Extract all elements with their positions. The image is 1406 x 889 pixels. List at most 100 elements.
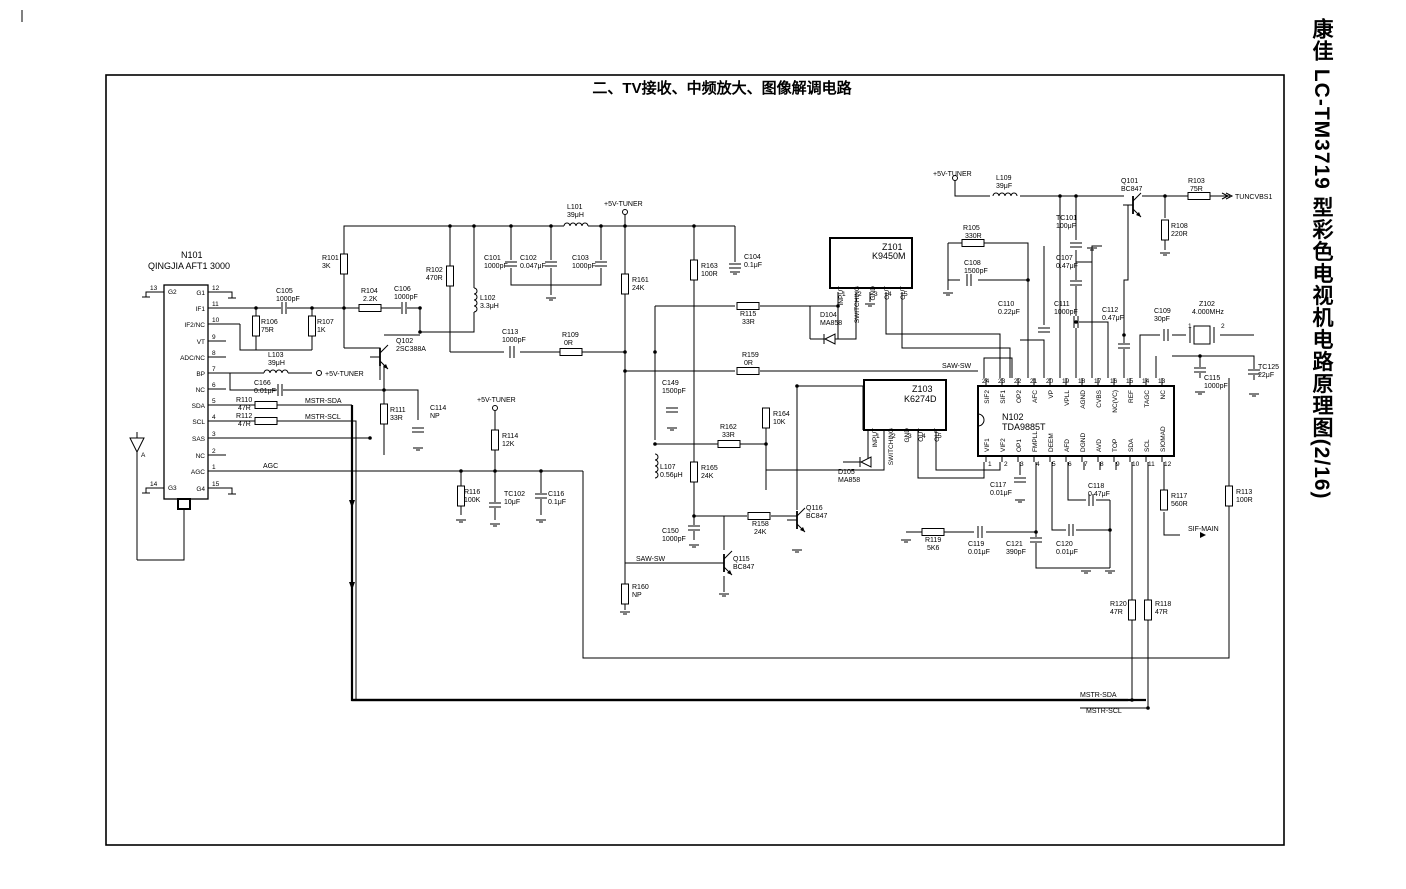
tuncvbs-arrow-icon xyxy=(1225,192,1234,200)
junction-dot xyxy=(1108,528,1112,532)
component-ref: R164 xyxy=(773,411,790,418)
component-ref: C121 xyxy=(1006,541,1023,548)
tuner-pin-name: SCL xyxy=(192,419,205,426)
component-value: 1000pF xyxy=(1204,383,1228,390)
ground-icon xyxy=(730,271,740,275)
junction-dot xyxy=(310,306,314,310)
sif-main-arrow-icon xyxy=(1200,532,1206,538)
component-value: 100R xyxy=(701,271,718,278)
n102-top-pin-number: 17 xyxy=(1094,378,1102,385)
rf-connector xyxy=(177,498,191,510)
junction-dot xyxy=(418,330,422,334)
components: R1013KR102470RR1042.2KR10675RR1071KR1104… xyxy=(236,175,1279,710)
saw-pin-number: 2 xyxy=(892,433,896,440)
tuner-pin-name: IF1 xyxy=(196,306,206,313)
ground-icon xyxy=(792,549,802,553)
tuner-pin-number: 4 xyxy=(212,414,216,421)
tuner-pin-number: 8 xyxy=(212,350,216,357)
component-ref: D104 xyxy=(820,312,837,319)
saw-pin-number: 4 xyxy=(888,291,892,298)
junction-dot xyxy=(1026,278,1030,282)
junction-dot xyxy=(382,388,386,392)
n102-top-pin-name: NC(VC) xyxy=(1112,390,1119,413)
component-ref: R112 xyxy=(236,413,252,420)
tuner-n101: N101 QINGJIA AFT1 3000 12G111IF110IF2/NC… xyxy=(129,250,236,561)
n102-top-pin-number: 22 xyxy=(1014,378,1022,385)
component-value: 30pF xyxy=(1154,316,1170,323)
junction-dot xyxy=(623,369,627,373)
n102-if-demodulator: N102 TDA9885T 24SIF223SIF122OP221AFC20VP… xyxy=(977,378,1175,468)
pin-g3-name: G3 xyxy=(168,485,177,492)
saw-pin-name: SWITCHING xyxy=(888,428,895,465)
z102-pin2: 2 xyxy=(1221,323,1225,330)
saw-pin-name: INPUT xyxy=(838,286,845,306)
component-ref: L109 xyxy=(996,175,1012,182)
junction-dot xyxy=(764,442,768,446)
tuner-pin-number: 1 xyxy=(212,464,216,471)
component-ref: L103 xyxy=(268,352,284,359)
ground-icon xyxy=(1087,247,1097,251)
component-value: 560R xyxy=(1171,501,1188,508)
component-value: 0.01μF xyxy=(1056,549,1078,556)
tuner-pin-number: 12 xyxy=(212,285,220,292)
component-ref: C166 xyxy=(254,380,271,387)
saw-pin-number: 2 xyxy=(858,291,862,298)
component-value: 1000pF xyxy=(502,337,526,344)
component-value: 47R xyxy=(238,405,251,412)
component-value: 10μF xyxy=(504,499,520,506)
n102-bottom-pin-name: AFD xyxy=(1064,439,1071,452)
antenna-label: A xyxy=(141,452,146,459)
component-ref: C115 xyxy=(1204,375,1220,382)
component-ref: C120 xyxy=(1056,541,1073,548)
n102-top-pin-number: 14 xyxy=(1142,378,1150,385)
tuner-pin-name: SAS xyxy=(192,436,206,443)
component-ref: R104 xyxy=(361,288,378,295)
antenna-icon: A xyxy=(129,432,146,560)
component-value: 0.01μF xyxy=(968,549,990,556)
component-ref: L102 xyxy=(480,295,496,302)
junction-dot xyxy=(599,224,603,228)
component-value: 1000pF xyxy=(662,536,686,543)
component-ref: R109 xyxy=(562,332,579,339)
junction-dot xyxy=(692,514,696,518)
n102-bottom-pin-number: 9 xyxy=(1116,461,1120,468)
component-value: 1000pF xyxy=(572,263,596,270)
vcc-label-1: +5V-TUNER xyxy=(604,201,643,208)
component-ref: C111 xyxy=(1054,301,1070,308)
component-value: 0.01μF xyxy=(254,388,276,395)
vcc-terminal-4 xyxy=(952,175,958,181)
component-value: 0.047μF xyxy=(520,263,546,270)
junction-dot xyxy=(1163,194,1167,198)
z101-ref: Z101 xyxy=(882,242,903,252)
junction-dot xyxy=(836,304,840,308)
component-value: BC847 xyxy=(1121,186,1143,193)
tuner-pin-name: AGC xyxy=(191,469,205,476)
n102-bottom-pin-number: 10 xyxy=(1132,461,1140,468)
component-value: 0.1μF xyxy=(744,262,762,269)
junction-dot xyxy=(1034,530,1038,534)
ground-icon xyxy=(865,303,875,307)
saw-pin-number: 3 xyxy=(874,291,878,298)
tuner-pin-name: SDA xyxy=(192,403,206,410)
saw-pin-name: OUT xyxy=(918,428,925,442)
